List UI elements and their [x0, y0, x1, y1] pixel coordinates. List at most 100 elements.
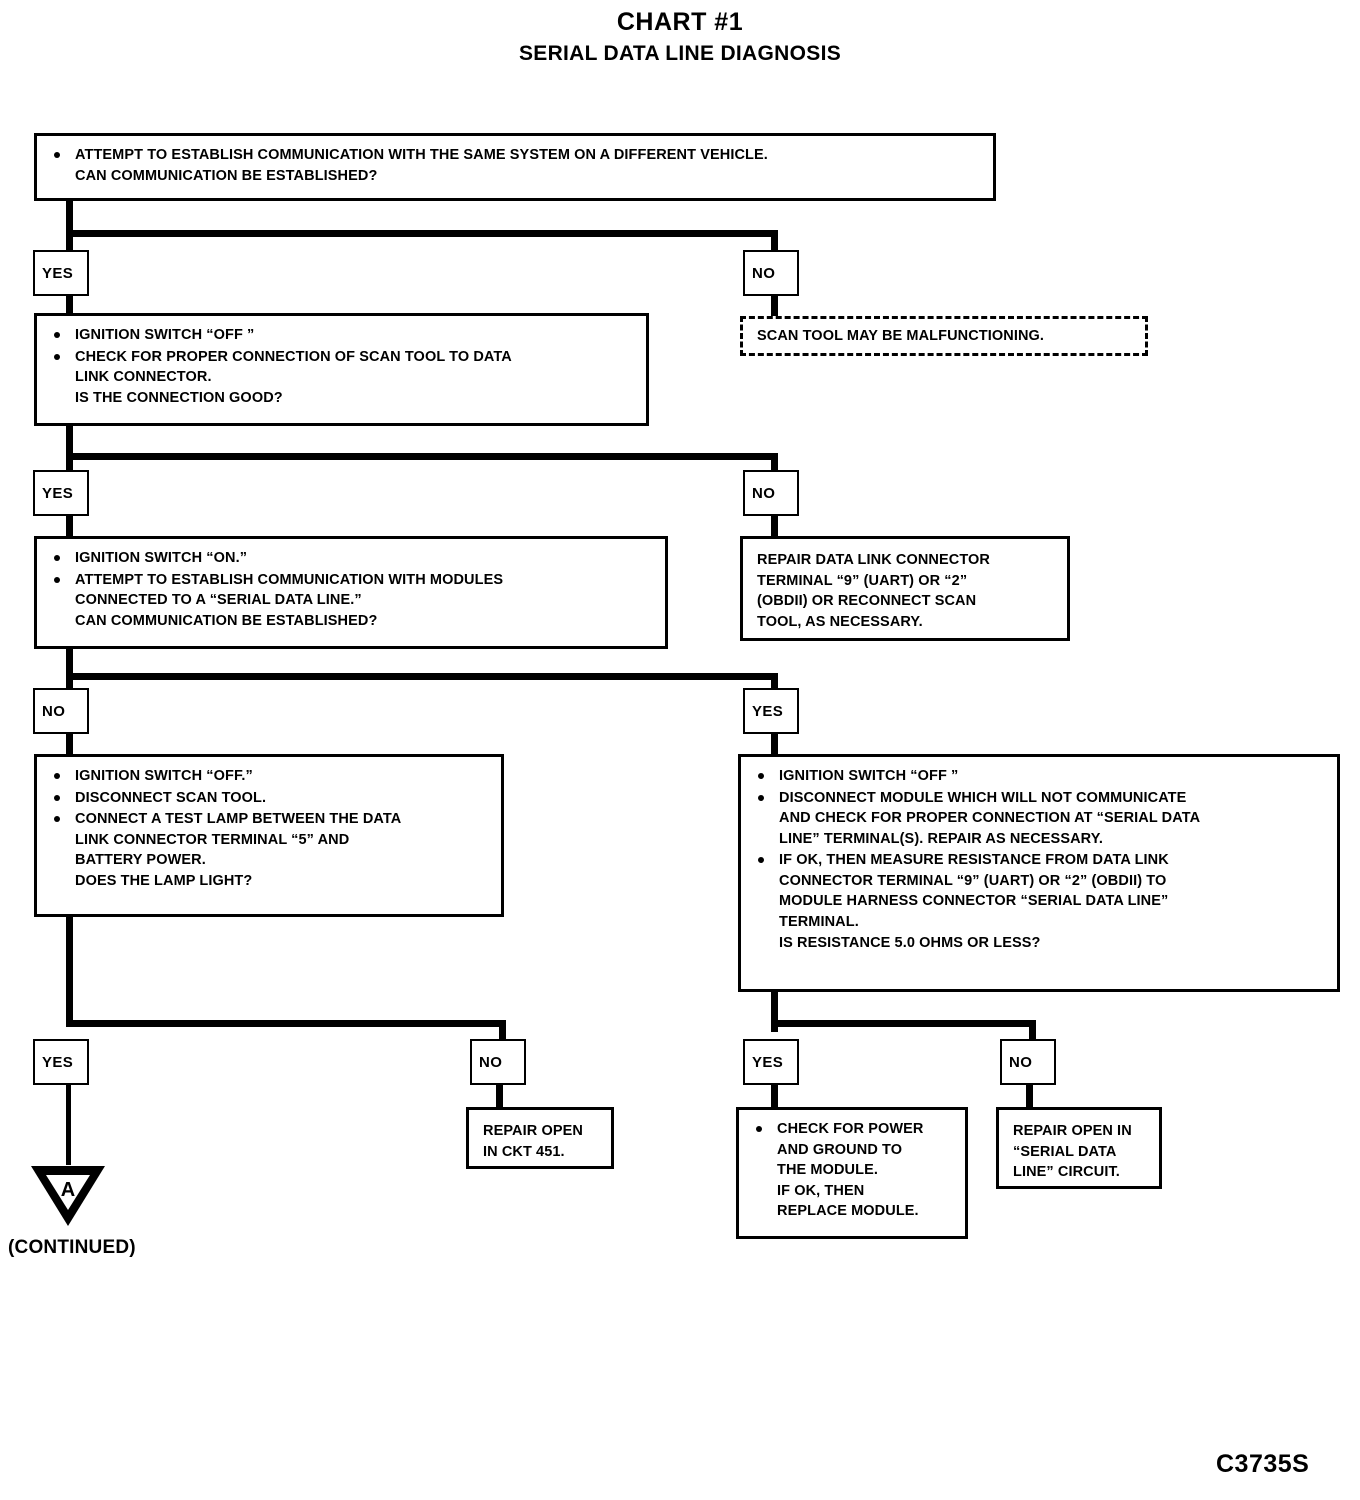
bullet-item: IGNITION SWITCH “ON.”	[49, 548, 655, 569]
branch-label-no: NO	[743, 250, 799, 296]
text-line: AND GROUND TO	[777, 1141, 903, 1158]
branch-label-no: NO	[33, 688, 89, 734]
text-line: REPAIR OPEN IN	[1013, 1123, 1132, 1139]
connector-vertical	[499, 1020, 506, 1042]
connector-vertical	[771, 732, 778, 756]
branch-label-yes: YES	[743, 688, 799, 734]
bullet-item: IGNITION SWITCH “OFF.”	[49, 766, 491, 787]
text-line: IGNITION SWITCH “ON.”	[75, 550, 248, 566]
connector-horizontal	[771, 1020, 1036, 1027]
text-line: REPAIR DATA LINK CONNECTOR	[757, 552, 990, 568]
bullet-item: CHECK FOR POWER AND GROUND TO THE MODULE…	[751, 1119, 955, 1222]
text-line: TERMINAL.	[779, 914, 859, 931]
connector-vertical	[66, 514, 73, 538]
branch-label-yes: YES	[33, 470, 89, 516]
text-line: THE MODULE.	[777, 1162, 878, 1179]
connector-a-icon: A	[29, 1162, 107, 1228]
connector-vertical	[771, 673, 778, 691]
text-line: BATTERY POWER.	[75, 852, 206, 869]
text-line: IS RESISTANCE 5.0 OHMS OR LESS?	[779, 934, 1041, 951]
text-line: IF OK, THEN	[777, 1182, 865, 1199]
text-line: CAN COMMUNICATION BE ESTABLISHED?	[75, 167, 378, 184]
document-code: C3735S	[1216, 1450, 1310, 1478]
text-line: TERMINAL “9” (UART) OR “2”	[757, 572, 968, 589]
bullet-item: IGNITION SWITCH “OFF ”	[753, 766, 1327, 787]
node-step4-right-yes-result: CHECK FOR POWER AND GROUND TO THE MODULE…	[736, 1107, 968, 1239]
bullet-item: DISCONNECT MODULE WHICH WILL NOT COMMUNI…	[753, 788, 1327, 850]
text-line: IS THE CONNECTION GOOD?	[75, 389, 283, 406]
text-line: DISCONNECT SCAN TOOL.	[75, 789, 267, 806]
branch-label-yes: YES	[743, 1039, 799, 1085]
text-line: IGNITION SWITCH “OFF ”	[779, 768, 959, 784]
connector-vertical	[66, 732, 73, 756]
text-line: CONNECT A TEST LAMP BETWEEN THE DATA	[75, 811, 402, 828]
text-line: LINK CONNECTOR TERMINAL “5” AND	[75, 831, 350, 848]
node-step3: IGNITION SWITCH “ON.” ATTEMPT TO ESTABLI…	[34, 536, 668, 649]
branch-label-yes: YES	[33, 1039, 89, 1085]
connector-vertical	[66, 453, 73, 473]
text-line: ATTEMPT TO ESTABLISH COMMUNICATION WITH …	[75, 147, 768, 163]
text-line: ATTEMPT TO ESTABLISH COMMUNICATION WITH …	[75, 571, 504, 588]
branch-label-no: NO	[1000, 1039, 1056, 1085]
text-line: IGNITION SWITCH “OFF.”	[75, 768, 253, 784]
bullet-item: ATTEMPT TO ESTABLISH COMMUNICATION WITH …	[49, 570, 655, 632]
page-subtitle: SERIAL DATA LINE DIAGNOSIS	[518, 42, 842, 65]
connector-horizontal	[66, 1020, 506, 1027]
text-line: AND CHECK FOR PROPER CONNECTION AT “SERI…	[779, 810, 1201, 827]
text-line: CONNECTOR TERMINAL “9” (UART) OR “2” (OB…	[779, 872, 1167, 889]
text-line: IGNITION SWITCH “OFF ”	[75, 327, 255, 343]
text-line: IN CKT 451.	[483, 1143, 565, 1160]
connector-vertical	[66, 917, 73, 1027]
node-step4-right: IGNITION SWITCH “OFF ” DISCONNECT MODULE…	[738, 754, 1340, 992]
connector-vertical	[771, 514, 778, 538]
connector-vertical	[771, 453, 778, 473]
connector-vertical	[66, 201, 73, 237]
text-line: CHECK FOR POWER	[777, 1121, 924, 1137]
bullet-item: IF OK, THEN MEASURE RESISTANCE FROM DATA…	[753, 850, 1327, 953]
node-step4-left-no-result: REPAIR OPEN IN CKT 451.	[466, 1107, 614, 1169]
bullet-item: DISCONNECT SCAN TOOL.	[49, 788, 491, 809]
branch-label-no: NO	[470, 1039, 526, 1085]
connector-vertical	[66, 673, 73, 691]
connector-vertical	[771, 1083, 778, 1109]
node-step4-right-no-result: REPAIR OPEN IN “SERIAL DATA LINE” CIRCUI…	[996, 1107, 1162, 1189]
text-line: REPLACE MODULE.	[777, 1203, 919, 1220]
page-title: CHART #1	[616, 8, 744, 36]
connector-vertical	[66, 649, 73, 681]
text-line: IF OK, THEN MEASURE RESISTANCE FROM DATA…	[779, 852, 1169, 869]
branch-label-no: NO	[743, 470, 799, 516]
text-line: (OBDII) OR RECONNECT SCAN	[757, 593, 977, 610]
connector-horizontal	[66, 673, 778, 680]
connector-horizontal	[66, 230, 778, 237]
connector-horizontal	[66, 453, 778, 460]
svg-text:A: A	[61, 1179, 75, 1201]
node-step1-no-result: SCAN TOOL MAY BE MALFUNCTIONING.	[740, 316, 1148, 356]
text-line: MODULE HARNESS CONNECTOR “SERIAL DATA LI…	[779, 893, 1169, 910]
connector-vertical	[66, 294, 73, 316]
text-line: LINK CONNECTOR.	[75, 369, 212, 386]
branch-label-yes: YES	[33, 250, 89, 296]
connector-vertical	[771, 294, 778, 318]
connector-vertical	[1026, 1083, 1033, 1109]
text-line: SCAN TOOL MAY BE MALFUNCTIONING.	[757, 327, 1045, 344]
bullet-item: ATTEMPT TO ESTABLISH COMMUNICATION WITH …	[49, 145, 983, 186]
connector-vertical	[66, 426, 73, 460]
continued-label: (CONTINUED)	[8, 1237, 136, 1258]
text-line: CAN COMMUNICATION BE ESTABLISHED?	[75, 612, 378, 629]
connector-vertical	[771, 230, 778, 252]
node-step4-left: IGNITION SWITCH “OFF.” DISCONNECT SCAN T…	[34, 754, 504, 917]
node-step2: IGNITION SWITCH “OFF ” CHECK FOR PROPER …	[34, 313, 649, 426]
text-line: TOOL, AS NECESSARY.	[757, 613, 923, 630]
text-line: “SERIAL DATA	[1013, 1143, 1117, 1160]
connector-vertical	[771, 992, 778, 1032]
connector-vertical	[1029, 1020, 1036, 1042]
text-line: DOES THE LAMP LIGHT?	[75, 872, 253, 889]
text-line: CONNECTED TO A “SERIAL DATA LINE.”	[75, 592, 362, 609]
text-line: LINE” TERMINAL(S). REPAIR AS NECESSARY.	[779, 830, 1103, 847]
text-line: LINE” CIRCUIT.	[1013, 1164, 1120, 1181]
node-step2-no-result: REPAIR DATA LINK CONNECTOR TERMINAL “9” …	[740, 536, 1070, 641]
text-line: CHECK FOR PROPER CONNECTION OF SCAN TOOL…	[75, 348, 512, 365]
connector-vertical	[66, 1083, 71, 1165]
node-step1: ATTEMPT TO ESTABLISH COMMUNICATION WITH …	[34, 133, 996, 201]
